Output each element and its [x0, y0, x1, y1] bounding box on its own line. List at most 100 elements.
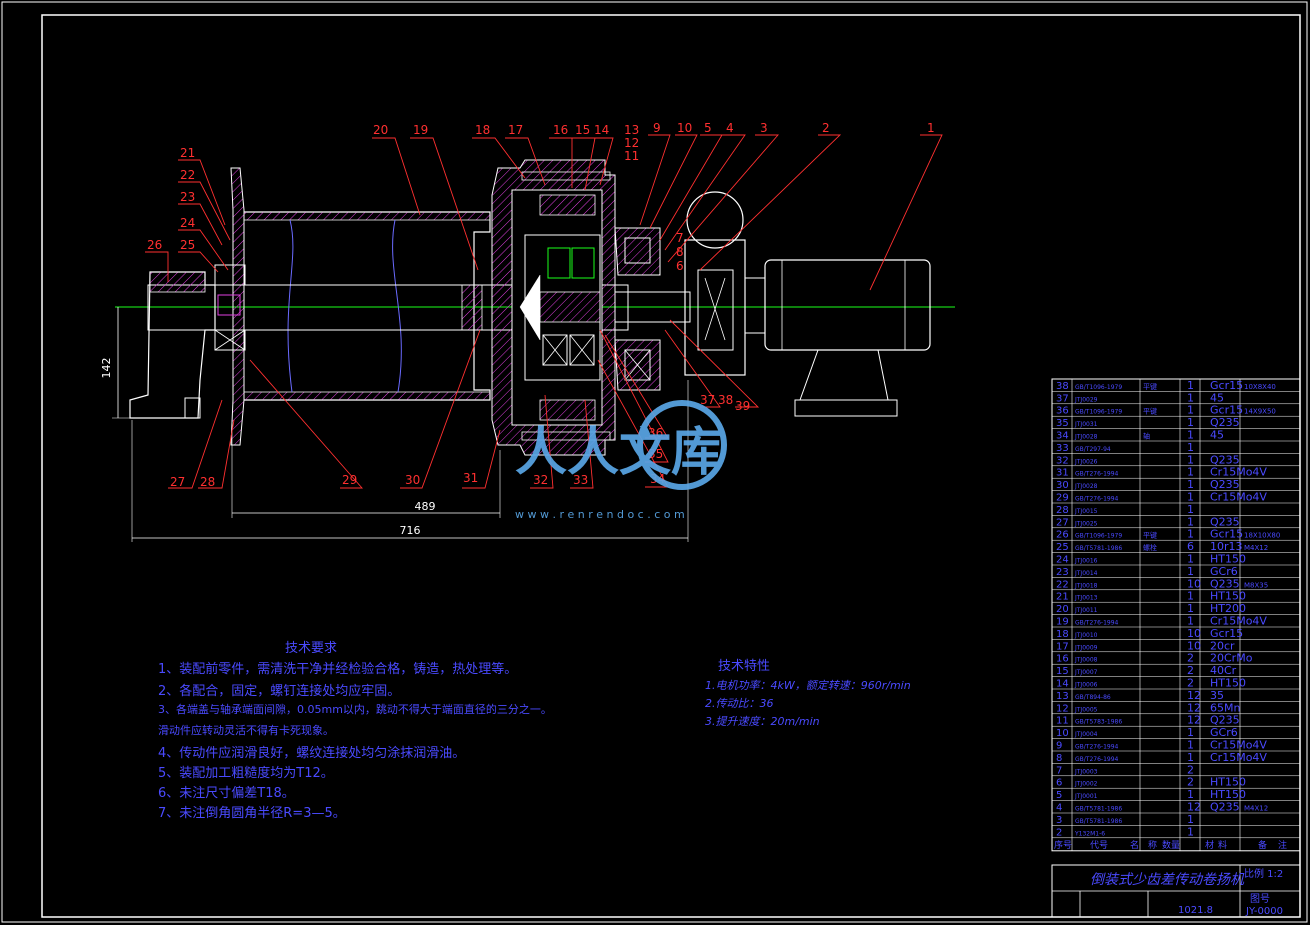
bom-cell: Cr15Mo4V — [1210, 491, 1267, 504]
tech-spec-item: 1.电机功率：4kW，额定转速：960r/min — [705, 679, 911, 692]
housing-bolt-bottom — [521, 431, 611, 441]
callout-31: 31 — [463, 471, 478, 485]
bom-cell: 1 — [1187, 429, 1194, 442]
callout-27: 27 — [170, 475, 185, 489]
bom-cell: 1 — [1187, 466, 1194, 479]
bom-cell: 1 — [1187, 615, 1194, 628]
tech-spec-item: 2.传动比：36 — [705, 697, 774, 710]
bom-cell: 40Cr — [1210, 664, 1237, 677]
planet-gear-top — [539, 194, 596, 216]
input-bearing-bottom — [624, 349, 651, 381]
bom-cell: GCr6 — [1210, 565, 1238, 578]
bom-cell: Q235 — [1210, 416, 1240, 429]
bom-cell: Gcr15 — [1210, 528, 1243, 541]
bom-cell: 24 — [1056, 555, 1069, 566]
callout-28: 28 — [200, 475, 215, 489]
bom-cell: 10 — [1187, 627, 1201, 640]
bom-cell: Q235 — [1210, 478, 1240, 491]
bom-cell: GB/T276-1994 — [1075, 496, 1119, 503]
callout-10: 10 — [677, 121, 692, 135]
bom-cell: 25 — [1056, 542, 1069, 553]
callout-labels: 20 19 18 17 16 15 14 13 12 11 9 10 5 4 3… — [147, 121, 935, 489]
bom-cell: 1 — [1187, 515, 1194, 528]
bom-cell: 1 — [1187, 416, 1194, 429]
callout-33: 33 — [573, 473, 588, 487]
bom-cell: JTJ0031 — [1074, 421, 1098, 428]
gear-shaft — [539, 291, 601, 323]
bom-cell: 28 — [1056, 505, 1069, 516]
drum-wall-top — [243, 211, 491, 221]
bom-cell: 2 — [1187, 776, 1194, 789]
bom-cell: 38 — [1056, 381, 1069, 392]
dim-142: 142 — [100, 358, 113, 379]
bom-cell: GB/T297-94 — [1075, 446, 1111, 453]
bom-cell: 1 — [1187, 602, 1194, 615]
callout-7: 7 — [676, 231, 684, 245]
bom-cell: 20cr — [1210, 639, 1235, 652]
callout-23: 23 — [180, 190, 195, 204]
tech-requirements-title: 技术要求 — [285, 641, 338, 656]
bom-cell: 19 — [1056, 617, 1069, 628]
drum-body — [244, 211, 491, 401]
housing-bolt-top — [521, 171, 611, 181]
left-bearing-2 — [214, 329, 246, 351]
bom-cell: GB/T1096-1979 — [1075, 533, 1122, 540]
bom-cell: 11 — [1056, 716, 1069, 727]
motor-base — [794, 399, 898, 417]
bom-cell: Q235 — [1210, 801, 1240, 814]
bom-cell: 6 — [1187, 540, 1194, 553]
bom-header-cell: 料 — [1218, 839, 1227, 851]
callout-9: 9 — [653, 121, 661, 135]
motor-feet — [799, 349, 889, 401]
tech-requirement-item: 3、各端盖与轴承端面间隙，0.05mm以内，跳动不得大于端面直径的三分之一。 — [158, 703, 552, 716]
bom-cell: 8 — [1056, 753, 1062, 764]
bom-cell: JTJ0007 — [1074, 669, 1098, 676]
callout-4: 4 — [726, 121, 734, 135]
bom-cell: 12 — [1187, 701, 1201, 714]
callout-29: 29 — [342, 473, 357, 487]
bom-cell: Y132M1-6 — [1074, 830, 1105, 837]
sheet-label: 图号 — [1250, 893, 1270, 905]
bom-cell: JTJ0025 — [1074, 520, 1098, 527]
bom-cell: 45 — [1210, 429, 1224, 442]
bom-cell: GB/T1096-1979 — [1075, 409, 1122, 416]
bom-cell: 37 — [1056, 393, 1069, 404]
bom-cell: 31 — [1056, 468, 1069, 479]
bom-cell: 4 — [1056, 803, 1062, 814]
bom-cell: 7 — [1056, 765, 1062, 776]
left-support-hub — [149, 271, 206, 293]
left-support — [129, 271, 216, 419]
tech-requirement-item: 滑动件应转动灵活不得有卡死现象。 — [158, 724, 334, 737]
bom-cell: 23 — [1056, 567, 1069, 578]
bom-cell: 27 — [1056, 517, 1069, 528]
callout-12: 12 — [624, 136, 639, 150]
bom-header-cell: 称 — [1148, 839, 1157, 851]
callout-3: 3 — [760, 121, 768, 135]
bom-cell: JTJ0004 — [1074, 731, 1098, 738]
bom-cell: M4X12 — [1244, 544, 1268, 552]
coupling-inner — [697, 269, 734, 351]
bom-cell: 1 — [1187, 788, 1194, 801]
bom-cell: 29 — [1056, 493, 1069, 504]
bom-cell: JTJ0011 — [1074, 607, 1098, 614]
tech-spec-item: 3.提升速度：20m/min — [705, 715, 820, 728]
bom-cell: Q235 — [1210, 515, 1240, 528]
bom-cell: 10r13 — [1210, 540, 1243, 553]
bom-header-cell: 注 — [1278, 839, 1287, 851]
main-shaft — [147, 284, 629, 331]
callout-6: 6 — [676, 259, 684, 273]
bom-cell: Q235 — [1210, 714, 1240, 727]
drawing-title: 倒装式少齿差传动卷扬机 — [1090, 872, 1245, 888]
motor-flange — [744, 277, 766, 334]
bom-cell: Q235 — [1210, 577, 1240, 590]
dim-716: 716 — [400, 524, 421, 537]
bom-cell: GB/T276-1994 — [1075, 471, 1119, 478]
bom-cell: JTJ0010 — [1074, 632, 1098, 639]
callout-25: 25 — [180, 238, 195, 252]
callout-22: 22 — [180, 168, 195, 182]
dim-489: 489 — [415, 500, 436, 513]
bom-cell: 12 — [1056, 703, 1069, 714]
bom-cell: JTJ0001 — [1074, 793, 1098, 800]
